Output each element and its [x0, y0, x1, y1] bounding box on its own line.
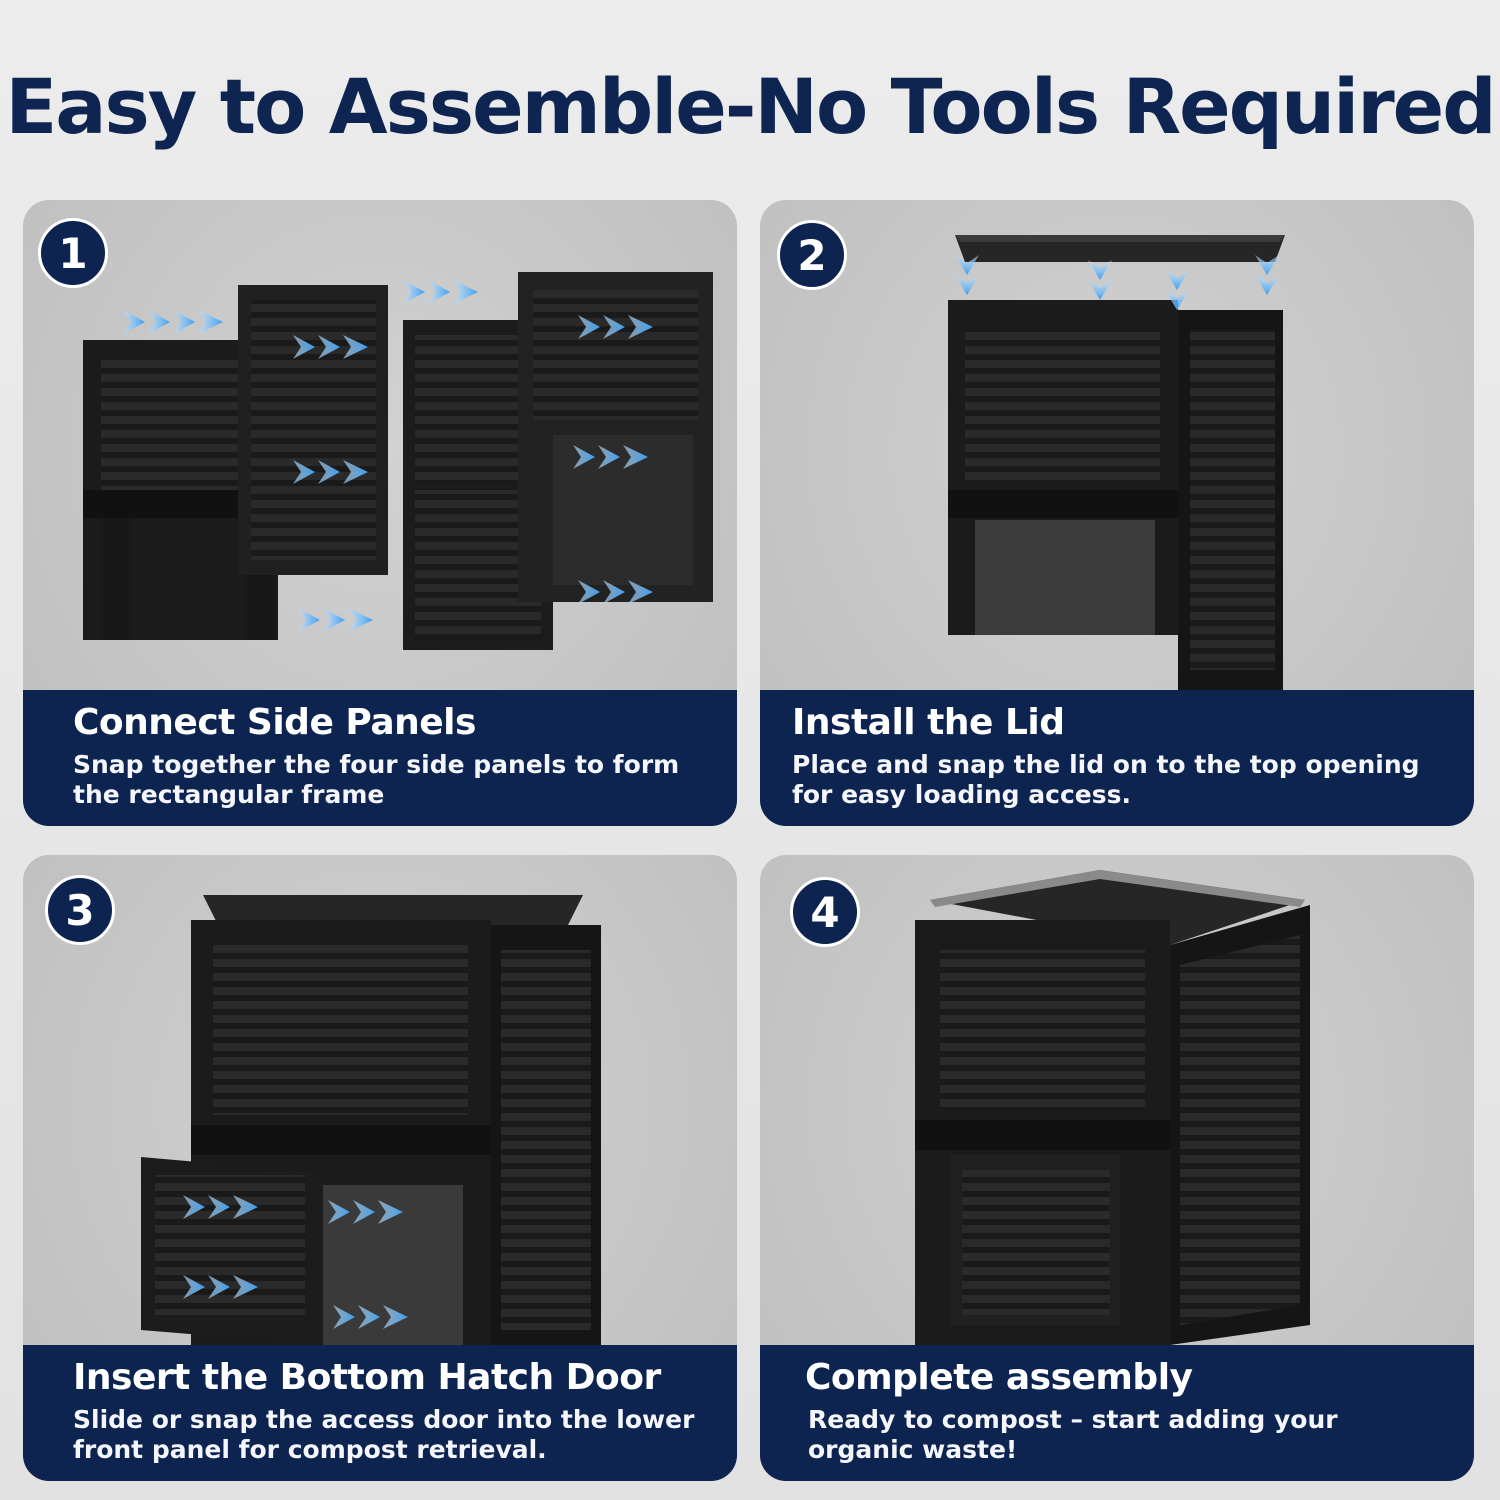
illustration-install-lid — [948, 235, 1285, 690]
step-title: Install the Lid — [792, 702, 1065, 743]
step-panel-1: 1 Connect Side Panels Snap together the … — [23, 200, 737, 826]
step-description: Ready to compost – start adding your org… — [808, 1405, 1338, 1464]
arrow-chevron-icon — [955, 255, 1279, 310]
step-title: Complete assembly — [805, 1357, 1193, 1398]
arrow-chevron-icon — [123, 280, 653, 632]
step-caption: Insert the Bottom Hatch Door Slide or sn… — [23, 1345, 737, 1481]
step-panel-4: 4 Complete assembly Ready to compost – s… — [760, 855, 1474, 1481]
page-title: Easy to Assemble-No Tools Required — [5, 62, 1496, 151]
step-number-badge: 3 — [45, 875, 115, 945]
step-caption: Install the Lid Place and snap the lid o… — [760, 690, 1474, 826]
step-caption: Complete assembly Ready to compost – sta… — [760, 1345, 1474, 1481]
illustration-complete-assembly — [915, 870, 1310, 1345]
step-panel-3: 3 Insert the Bottom Hatch Door Slide or … — [23, 855, 737, 1481]
arrow-chevron-icon — [183, 1195, 408, 1329]
step-description: Slide or snap the access door into the l… — [73, 1405, 695, 1464]
step-panel-2: 2 Install the Lid Place and snap the lid… — [760, 200, 1474, 826]
step-number-badge: 4 — [790, 877, 860, 947]
step-title: Insert the Bottom Hatch Door — [73, 1357, 661, 1398]
illustration-hatch-door — [141, 895, 601, 1345]
step-number-badge: 1 — [38, 218, 108, 288]
step-description: Snap together the four side panels to fo… — [73, 750, 680, 809]
step-description: Place and snap the lid on to the top ope… — [792, 750, 1420, 809]
step-number-badge: 2 — [777, 220, 847, 290]
step-title: Connect Side Panels — [73, 702, 476, 743]
step-caption: Connect Side Panels Snap together the fo… — [23, 690, 737, 826]
illustration-side-panels — [83, 272, 713, 650]
